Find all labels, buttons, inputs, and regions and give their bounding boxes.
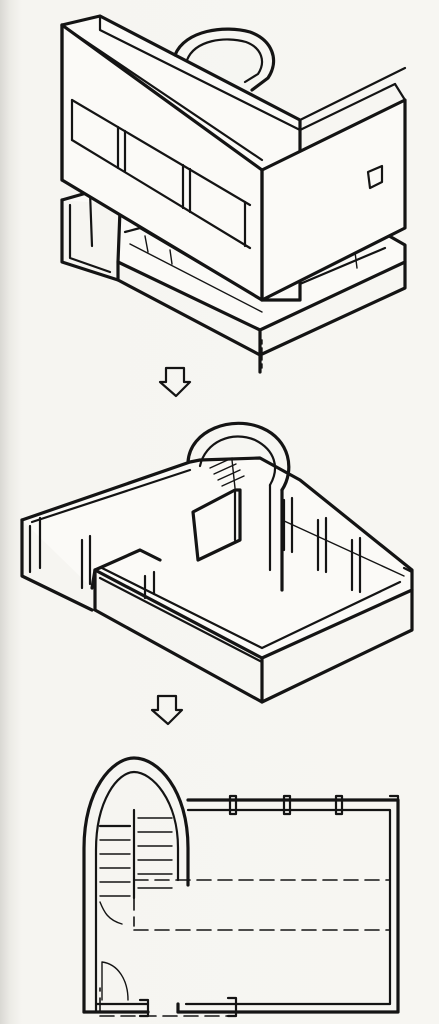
axonometric-house-drawing xyxy=(0,0,439,380)
axonometric-house-svg xyxy=(60,14,407,374)
upper-volume xyxy=(60,14,407,302)
axonometric-ground-level-svg xyxy=(20,421,414,704)
floor-plan-svg xyxy=(82,756,400,1018)
transition-arrow-2 xyxy=(0,690,439,730)
down-arrow-icon xyxy=(158,366,192,398)
ground-level-walls xyxy=(20,421,414,704)
down-arrow-icon xyxy=(150,694,184,726)
plan-walls xyxy=(82,756,400,1018)
axonometric-ground-level-drawing xyxy=(0,400,439,710)
transition-arrow-1 xyxy=(0,362,439,402)
floor-plan-drawing xyxy=(0,730,439,1024)
